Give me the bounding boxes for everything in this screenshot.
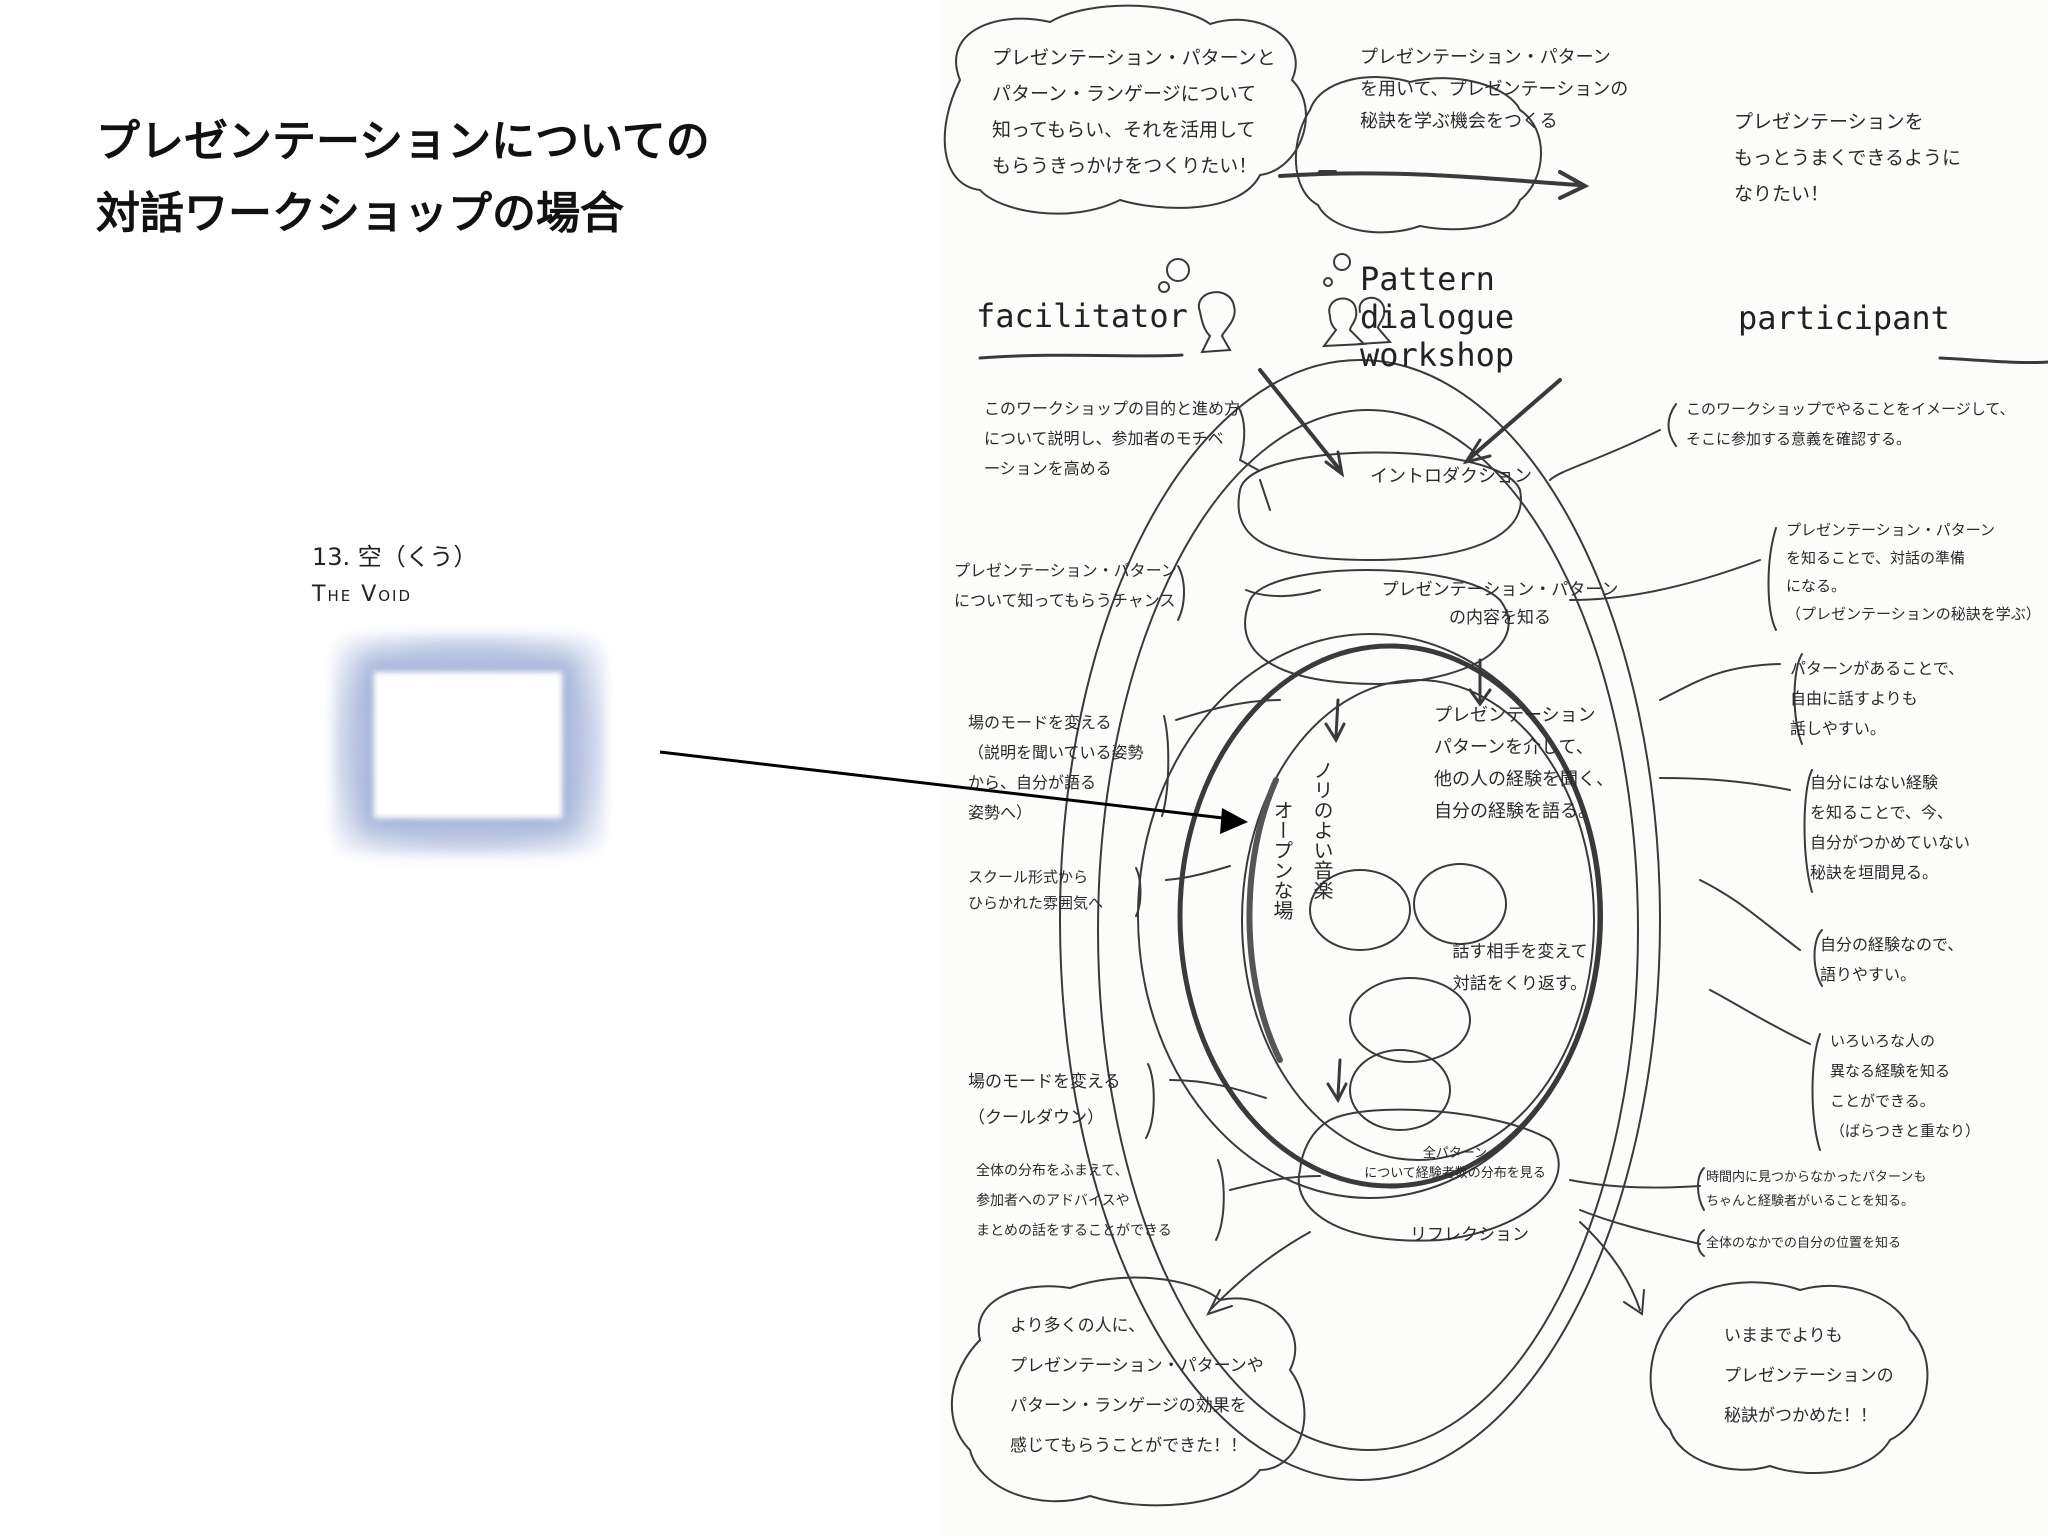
slide-title-line-1: プレゼンテーションについての [96, 116, 710, 167]
stage-repeat-label: 話す相手を変えて 対話をくり返す。 [1452, 942, 1588, 994]
note-unknown-right: 自分にはない経験 を知ることで、今、 自分がつかめていない 秘訣を垣間見る。 [1810, 773, 1971, 882]
workshop-sketch: プレゼンテーション・パターンと パターン・ランゲージについて 知ってもらい、それ… [940, 0, 2048, 1536]
stage-intro [1237, 451, 1522, 562]
pattern-number: 13. 空（くう） [312, 543, 478, 571]
workshop-title: Pattern dialogue workshop [1360, 260, 1515, 374]
sketch-lines [943, 4, 2048, 1507]
stage-reflection [1297, 1108, 1560, 1242]
note-mode-left: 場のモードを変える （説明を聞いている姿勢 から、自分が語る 姿勢へ） [968, 713, 1144, 822]
facilitator-label: facilitator [976, 297, 1188, 335]
note-intro-right: このワークショップでやることをイメージして、 そこに参加する意義を確認する。 [1686, 400, 2015, 448]
label-rhythm-music: ノリのよい音楽 [1310, 760, 1334, 900]
stage-know [1244, 569, 1510, 686]
cloud-top-left-text: プレゼンテーション・パターンと パターン・ランゲージについて 知ってもらい、それ… [992, 47, 1276, 177]
top-arrow [1278, 170, 1590, 200]
note-time-right: 時間内に見つからなかったパターンも ちゃんと経験者がいることを知る。 [1706, 1170, 1927, 1209]
cloud-top-right [1294, 76, 1542, 234]
void-pattern-icon [334, 636, 604, 854]
cloud-bottom-left [950, 1276, 1306, 1507]
cloud-bottom-left-text: より多くの人に、 プレゼンテーション・パターンや パターン・ランゲージの効果を … [1010, 1316, 1264, 1456]
cloud-bottom-right-text: いままでよりも プレゼンテーションの 秘訣がつかめた！！ [1724, 1326, 1894, 1426]
participant-icon [1321, 297, 1393, 348]
note-own-right: 自分の経験なので、 語りやすい。 [1820, 935, 1964, 984]
cloud-top-right-text: プレゼンテーションを もっとうまくできるように なりたい！ [1734, 111, 1962, 205]
facilitator-icon [1197, 291, 1236, 354]
note-various-right: いろいろな人の 異なる経験を知る ことができる。 （ばらつきと重なり） [1830, 1032, 1981, 1140]
stage-reflect-note: 全パターン について経験者数の分布を見る [1364, 1146, 1546, 1181]
note-distribution-left: 全体の分布をふまえて、 参加者へのアドバイスや まとめの話をすることができる [976, 1163, 1172, 1239]
stage-dialogue-label: プレゼンテーション パターンを介して、 他の人の経験を聞く、 自分の経験を語る。 [1434, 705, 1614, 822]
participant-label: participant [1738, 299, 1950, 337]
note-position-right: 全体のなかでの自分の位置を知る [1706, 1236, 1902, 1251]
note-chance-left: プレゼンテーション・パターン について知ってもらうチャンス [954, 561, 1177, 610]
note-pattern-right: パターンがあることで、 自由に話すよりも 話しやすい。 [1790, 659, 1965, 738]
cloud-bottom-right [1649, 1281, 1929, 1475]
stage-dialogue [1177, 643, 1603, 1189]
note-cooldown-left: 場のモードを変える （クールダウン） [968, 1072, 1121, 1128]
cloud-top-left [943, 4, 1307, 215]
slide-title-line-2: 対話ワークショップの場合 [96, 188, 624, 239]
slide-title: プレゼンテーションについての 対話ワークショップの場合 [96, 106, 710, 250]
note-know-right: プレゼンテーション・パターン を知ることで、対話の準備 になる。 （プレゼンテー… [1786, 521, 2041, 623]
stage-know-label: プレゼンテーション・パターン の内容を知る [1381, 580, 1619, 628]
note-school-left: スクール形式から ひらかれた雰囲気へ [968, 868, 1104, 912]
arrow-top-note: プレゼンテーション・パターン を用いて、プレゼンテーションの 秘訣を学ぶ機会をつ… [1360, 47, 1629, 132]
label-open-space: オープンな場 [1270, 800, 1294, 920]
stage-intro-label: イントロダクション [1370, 466, 1532, 487]
stage-reflection-label: リフレクション [1410, 1225, 1529, 1245]
pattern-name: The Void [312, 582, 413, 607]
note-intro-left: このワークショップの目的と進め方 について説明し、参加者のモチベ ーションを高め… [984, 399, 1241, 478]
void-core [390, 688, 546, 802]
